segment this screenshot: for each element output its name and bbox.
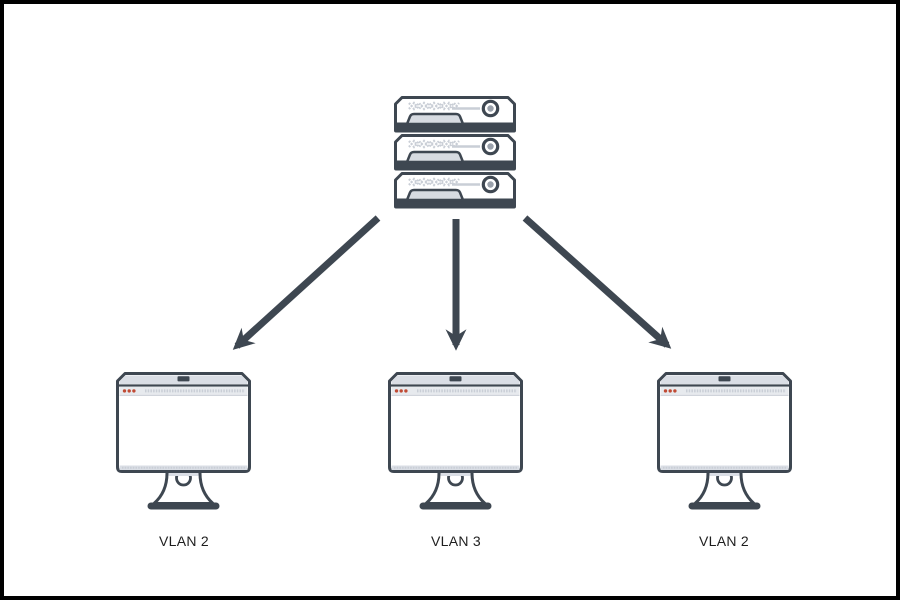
server-unit-icon (392, 171, 518, 211)
vlan-label-left: VLAN 2 (158, 533, 210, 549)
desktop-monitor-icon (388, 372, 523, 511)
server-unit-icon (392, 133, 518, 173)
server-unit-icon (392, 95, 518, 135)
desktop-monitor-icon (657, 372, 792, 511)
vlan-label-middle: VLAN 3 (430, 533, 482, 549)
server-stack-icon (392, 95, 518, 211)
vlan-label-right: VLAN 2 (698, 533, 750, 549)
arrow-to-left-client (232, 215, 381, 350)
arrow-to-right-client (522, 215, 672, 349)
desktop-monitor-icon (116, 372, 251, 511)
network-diagram (116, 95, 792, 511)
